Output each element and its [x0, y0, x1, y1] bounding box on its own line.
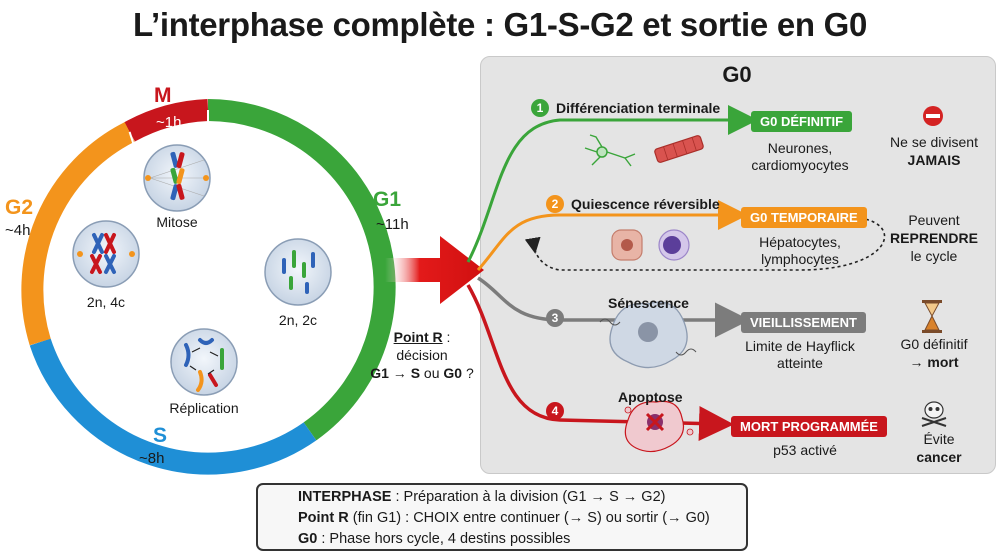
phase-g1-label: G1: [373, 188, 402, 211]
g2-cell-label: 2n, 4c: [86, 294, 126, 310]
path-4-title: Apoptose: [618, 389, 683, 405]
senescent-cell-illustration: [599, 301, 697, 369]
path-4-number: 4: [546, 402, 564, 420]
path-3-note: G0 définitif → mort: [900, 336, 968, 370]
legend-row-interphase: INTERPHASE : Préparation à la division (…: [298, 489, 666, 505]
exit-arrow: [385, 236, 484, 304]
restriction-point-text: Point R : décision G1 → S ou G0 ?: [370, 329, 474, 381]
restriction-point-label: Point R: [393, 329, 443, 345]
path-3-badge: VIEILLISSEMENT: [741, 312, 866, 333]
cell-cycle-ring: [21, 99, 396, 475]
path-4-note: Évite cancer: [916, 431, 962, 465]
cardiomyocyte-illustration: [654, 135, 704, 163]
fate-path-2: [476, 200, 886, 272]
path-1-description: Neurones, cardiomyocytes: [751, 140, 849, 173]
path-3-number: 3: [546, 309, 564, 327]
legend-row-point-r: Point R (fin G1) : CHOIX entre continuer…: [298, 510, 710, 526]
skull-icon: [921, 401, 947, 427]
neuron-illustration: [584, 134, 636, 167]
path-4-badge: MORT PROGRAMMÉE: [731, 416, 887, 437]
fate-path-1: [466, 105, 758, 263]
g1-cell-label: 2n, 2c: [278, 312, 318, 328]
phase-g2-label: G2: [5, 196, 34, 219]
g1-cell: [264, 238, 332, 306]
phase-s-label: S: [153, 424, 168, 447]
replication-cell: [170, 328, 238, 396]
phase-g2-duration: ~4h: [5, 222, 31, 239]
path-2-number: 2: [546, 195, 564, 213]
path-4-description: p53 activé: [773, 442, 837, 458]
path-2-title: Quiescence réversible: [571, 196, 720, 212]
path-1-note: Ne se divisent JAMAIS: [890, 134, 978, 168]
path-1-badge: G0 DÉFINITIF: [751, 111, 853, 132]
g2-cell: [72, 220, 140, 288]
mitosis-label: Mitose: [156, 214, 198, 230]
hourglass-icon: [922, 300, 942, 333]
replication-label: Réplication: [169, 400, 239, 416]
fate-path-4: [466, 284, 734, 441]
path-2-description: Hépatocytes, lymphocytes: [759, 234, 841, 267]
fate-path-3: [477, 276, 750, 338]
legend-row-g0: G0 : Phase hors cycle, 4 destins possibl…: [298, 531, 571, 547]
path-3-title: Sénescence: [608, 295, 689, 311]
phase-s-duration: ~8h: [139, 450, 165, 467]
phase-g1-duration: ~11h: [376, 216, 409, 233]
path-2-badge: G0 TEMPORAIRE: [741, 207, 867, 228]
phase-arc-m: [124, 99, 209, 142]
phase-m-duration: ~1h: [156, 114, 182, 131]
mitosis-cell: [143, 144, 211, 212]
apoptotic-cell-illustration: [624, 400, 694, 453]
hepatocyte-illustration: [611, 229, 643, 261]
phase-arc-s: [29, 338, 317, 475]
lymphocyte-illustration: [658, 229, 690, 261]
phase-arc-g1: [207, 99, 396, 441]
no-entry-icon: [923, 106, 943, 126]
phase-arc-g2: [21, 122, 135, 346]
path-2-note: Peuvent REPRENDRE le cycle: [890, 212, 978, 264]
legend-box: INTERPHASE : Préparation à la division (…: [256, 483, 748, 551]
path-3-description: Limite de Hayflick atteinte: [745, 338, 855, 371]
page-title: L’interphase complète : G1-S-G2 et sorti…: [132, 6, 868, 43]
path-1-number: 1: [531, 99, 549, 117]
phase-m-label: M: [154, 84, 172, 107]
g0-title: G0: [722, 62, 752, 87]
path-1-title: Différenciation terminale: [556, 100, 721, 116]
